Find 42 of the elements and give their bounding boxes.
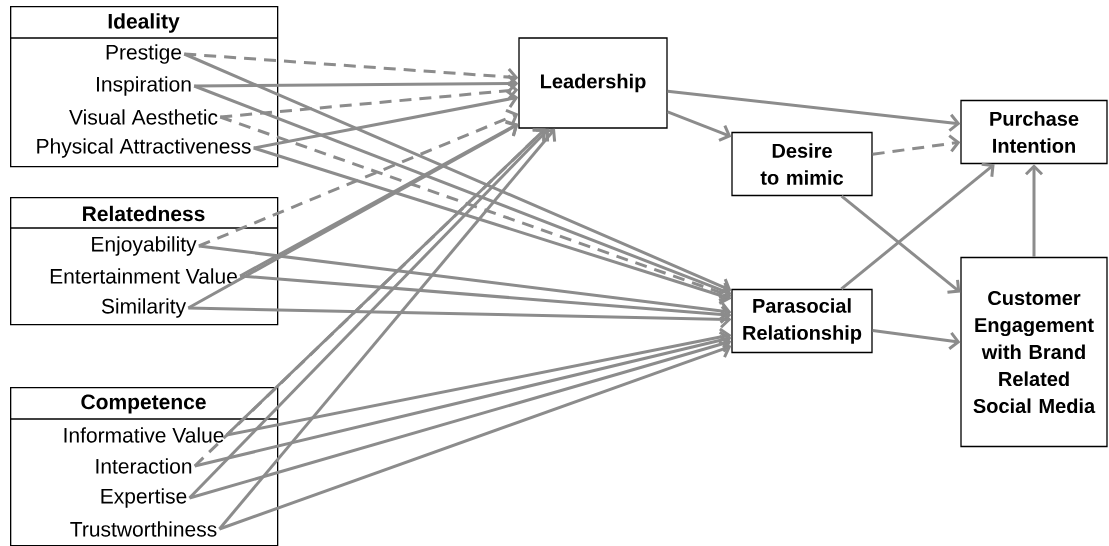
arrow (194, 74, 519, 93)
arrow (184, 52, 519, 87)
factor-label: Entertainment Value (50, 268, 237, 284)
arrow (226, 327, 732, 437)
factor-label: Interaction (96, 458, 192, 474)
arrow (188, 306, 732, 329)
arrow (198, 244, 732, 321)
arrow (667, 110, 732, 142)
arrow (187, 120, 519, 310)
factor-label: Prestige (106, 44, 182, 64)
factor-label: Visual Aesthetic (69, 109, 218, 125)
construct-box: Purchase Intention (960, 99, 1108, 165)
arrow (872, 134, 961, 156)
arrow (218, 340, 732, 531)
arrow (253, 90, 519, 150)
construct-box: Leadership (518, 37, 668, 129)
arrow (218, 128, 557, 530)
arrow (194, 331, 732, 468)
factor-label: Trustworthiness (70, 521, 217, 537)
arrow (840, 195, 961, 294)
arrow (667, 89, 961, 132)
arrow (239, 120, 519, 278)
factor-label: Physical Attractiveness (37, 138, 251, 158)
arrow (193, 84, 732, 300)
arrow (239, 274, 732, 324)
arrow (840, 162, 995, 290)
arrow (183, 52, 732, 296)
arrow (219, 115, 732, 302)
factor-label: Similarity (101, 298, 187, 318)
factor-label: Expertise (101, 488, 187, 508)
arrow (198, 108, 519, 248)
construct-box: Parasocial Relationship (731, 288, 873, 354)
arrow (872, 328, 961, 350)
factor-label: Informative Value (64, 427, 224, 443)
factor-label: Enjoyability (92, 236, 197, 256)
arrow (220, 81, 519, 119)
factor-label: Inspiration (97, 76, 191, 96)
arrow (189, 335, 732, 500)
arrow (1024, 164, 1044, 257)
construct-box: Customer Engagement with Brand Related Social Media (960, 256, 1108, 448)
construct-box: Desire to mimic (731, 131, 873, 197)
arrow (253, 146, 732, 305)
